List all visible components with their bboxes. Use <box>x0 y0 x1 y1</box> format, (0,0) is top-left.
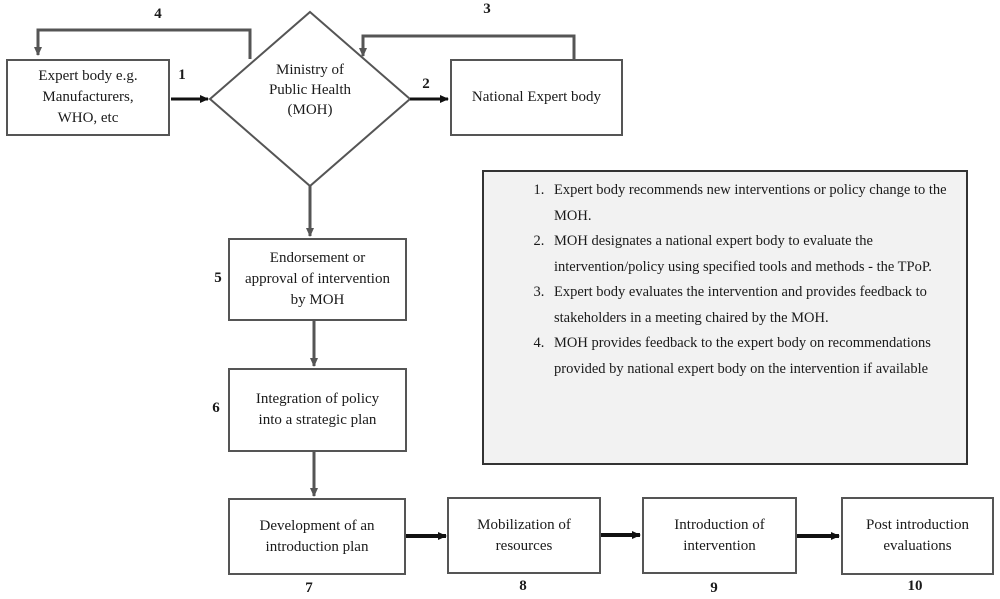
arrow-4 <box>34 28 252 59</box>
development-label: Development of an introduction plan <box>259 517 375 555</box>
endorsement-label: Endorsement or approval of intervention … <box>245 250 390 308</box>
integration-label: Integration of policy into a strategic p… <box>255 391 380 428</box>
moh-label: Ministry of Public Health (MOH) <box>268 62 352 118</box>
national-expert-node: National Expert body <box>450 59 623 136</box>
mobilization-node: Mobilization of resources <box>447 497 601 574</box>
expert-body-node: Expert body e.g. Manufacturers, WHO, etc <box>6 59 170 136</box>
arrow-3 <box>359 34 576 59</box>
legend-item-1: Expert body recommends new interventions… <box>548 178 954 229</box>
step-number-6: 6 <box>212 400 220 416</box>
legend-item-2: MOH designates a national expert body to… <box>548 229 954 280</box>
legend-box: Expert body recommends new interventions… <box>482 170 968 465</box>
legend-item-4: MOH provides feedback to the expert body… <box>548 331 954 382</box>
expert-body-label: Expert body e.g. Manufacturers, WHO, etc <box>38 68 138 126</box>
post-evaluation-label: Post introduction evaluations <box>866 517 969 554</box>
step-number-5: 5 <box>214 270 222 286</box>
integration-node: Integration of policy into a strategic p… <box>228 368 407 452</box>
endorsement-node: Endorsement or approval of intervention … <box>228 238 407 321</box>
introduction-label: Introduction of intervention <box>674 516 765 554</box>
step-number-10: 10 <box>907 578 923 594</box>
step-number-4: 4 <box>154 6 162 22</box>
legend-item-3: Expert body evaluates the intervention a… <box>548 280 954 331</box>
legend-list: Expert body recommends new interventions… <box>484 178 954 382</box>
step-number-7: 7 <box>305 580 313 596</box>
step-number-2: 2 <box>422 76 430 92</box>
introduction-node: Introduction of intervention <box>642 497 797 574</box>
step-number-8: 8 <box>519 578 527 594</box>
mobilization-label: Mobilization of resources <box>477 516 571 554</box>
step-number-1: 1 <box>178 67 186 83</box>
step-number-3: 3 <box>483 1 491 17</box>
development-node: Development of an introduction plan <box>228 498 406 575</box>
post-evaluation-node: Post introduction evaluations <box>841 497 994 575</box>
national-expert-label: National Expert body <box>471 89 602 105</box>
step-number-9: 9 <box>710 580 718 596</box>
